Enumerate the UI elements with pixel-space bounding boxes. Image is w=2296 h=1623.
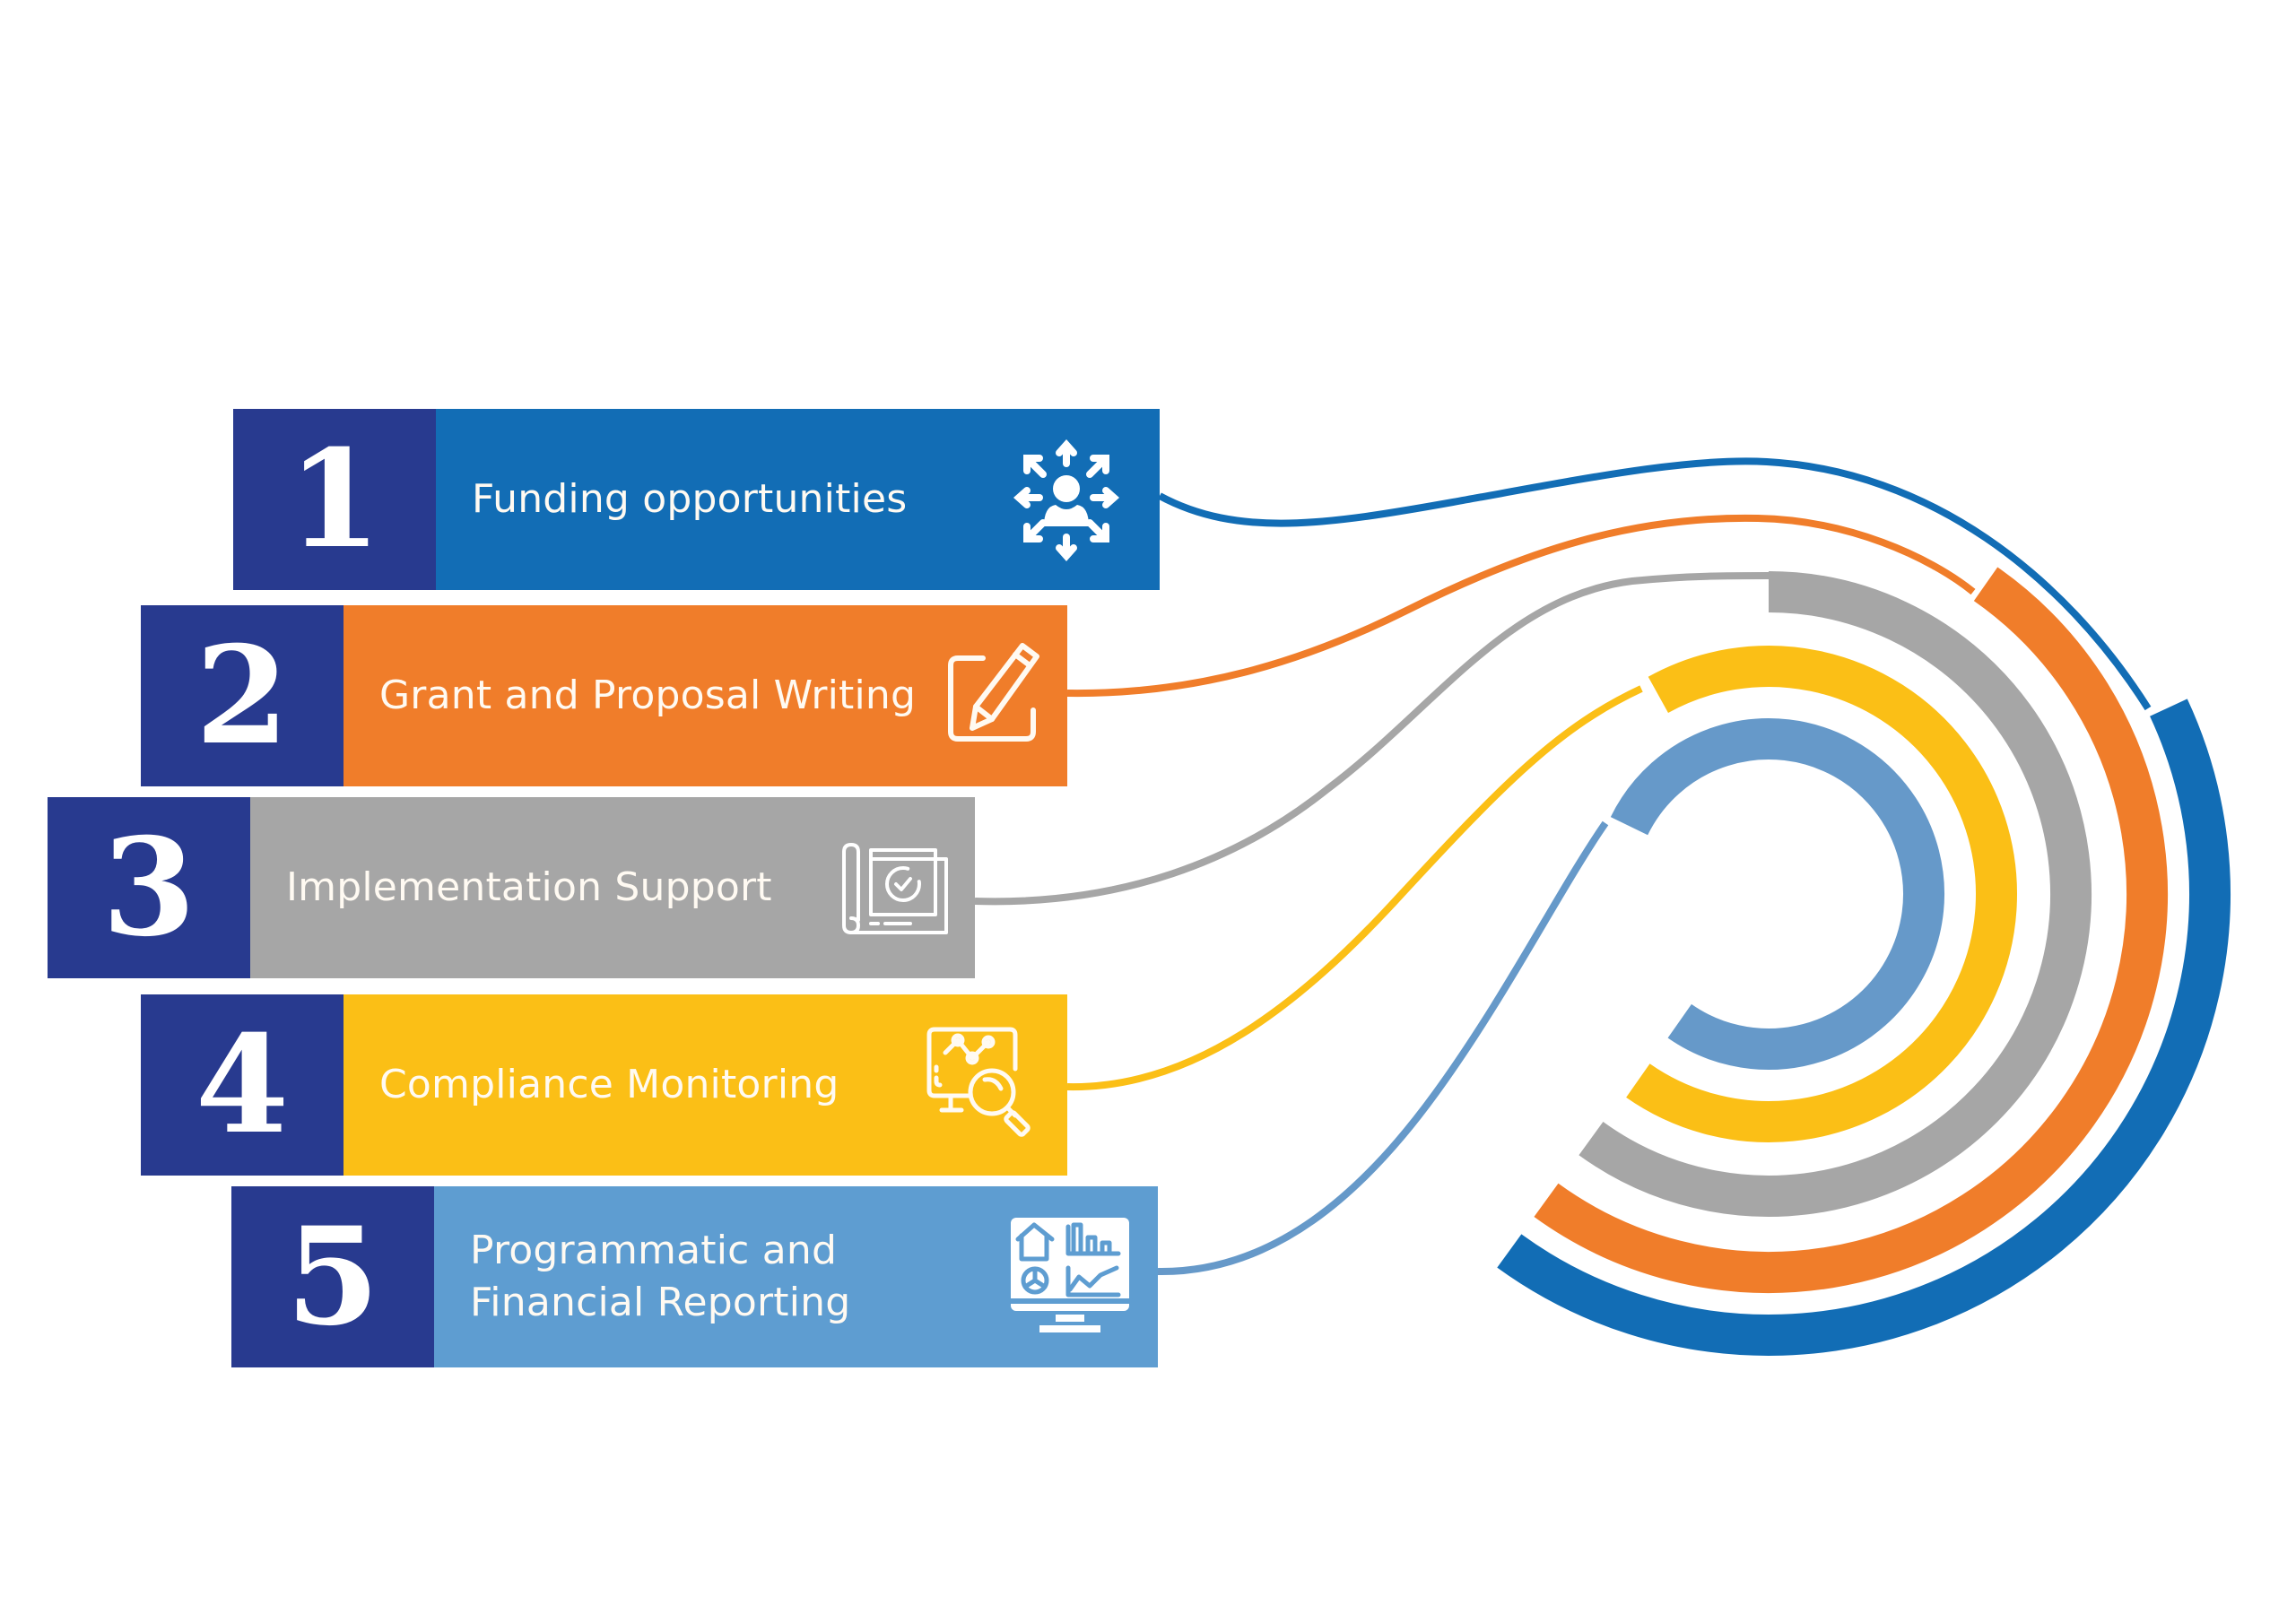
step-label: Implementation Support xyxy=(286,864,772,910)
connector-line-1 xyxy=(1158,457,2152,711)
step-body: Funding opportunities xyxy=(436,409,1160,590)
step-number: 2 xyxy=(141,605,344,786)
step-2-grant-proposal-writing: 2 Grant and Proposal Writing xyxy=(141,605,1067,786)
step-5-programmatic-financial-reporting: 5 Programmatic and Financial Reporting xyxy=(231,1186,1158,1367)
blueprint-check-icon xyxy=(831,825,957,950)
step-body: Programmatic and Financial Reporting xyxy=(434,1186,1158,1367)
step-body: Compliance Monitoring xyxy=(344,994,1067,1176)
concentric-arc-3 xyxy=(1578,571,2092,1217)
connector-line-5 xyxy=(1157,820,1609,1276)
step-number: 3 xyxy=(48,797,250,978)
step-4-compliance-monitoring: 4 Compliance Monitoring xyxy=(141,994,1067,1176)
monitor-analytics-search-icon xyxy=(920,1022,1046,1148)
step-label: Funding opportunities xyxy=(472,476,908,522)
concentric-arc-1 xyxy=(1497,699,2231,1356)
step-number: 5 xyxy=(231,1186,434,1367)
people-network-icon xyxy=(1004,437,1129,562)
concentric-arc-4 xyxy=(1626,646,2017,1142)
step-label: Grant and Proposal Writing xyxy=(379,673,917,718)
concentric-arc-2 xyxy=(1534,567,2168,1293)
concentric-arc-5 xyxy=(1610,718,1944,1070)
step-label: Compliance Monitoring xyxy=(379,1062,839,1107)
step-number: 4 xyxy=(141,994,344,1176)
edit-pencil-icon xyxy=(933,633,1058,759)
dashboard-monitor-icon xyxy=(1007,1214,1133,1340)
step-3-implementation-support: 3 Implementation Support xyxy=(48,797,975,978)
step-body: Implementation Support xyxy=(250,797,975,978)
step-label: Programmatic and Financial Reporting xyxy=(470,1228,851,1325)
connector-line-4 xyxy=(1066,685,1643,1091)
connector-line-2 xyxy=(1066,514,1976,698)
step-body: Grant and Proposal Writing xyxy=(344,605,1067,786)
step-1-funding-opportunities: 1 Funding opportunities xyxy=(233,409,1160,590)
connector-line-3 xyxy=(974,572,1770,906)
step-number: 1 xyxy=(233,409,436,590)
